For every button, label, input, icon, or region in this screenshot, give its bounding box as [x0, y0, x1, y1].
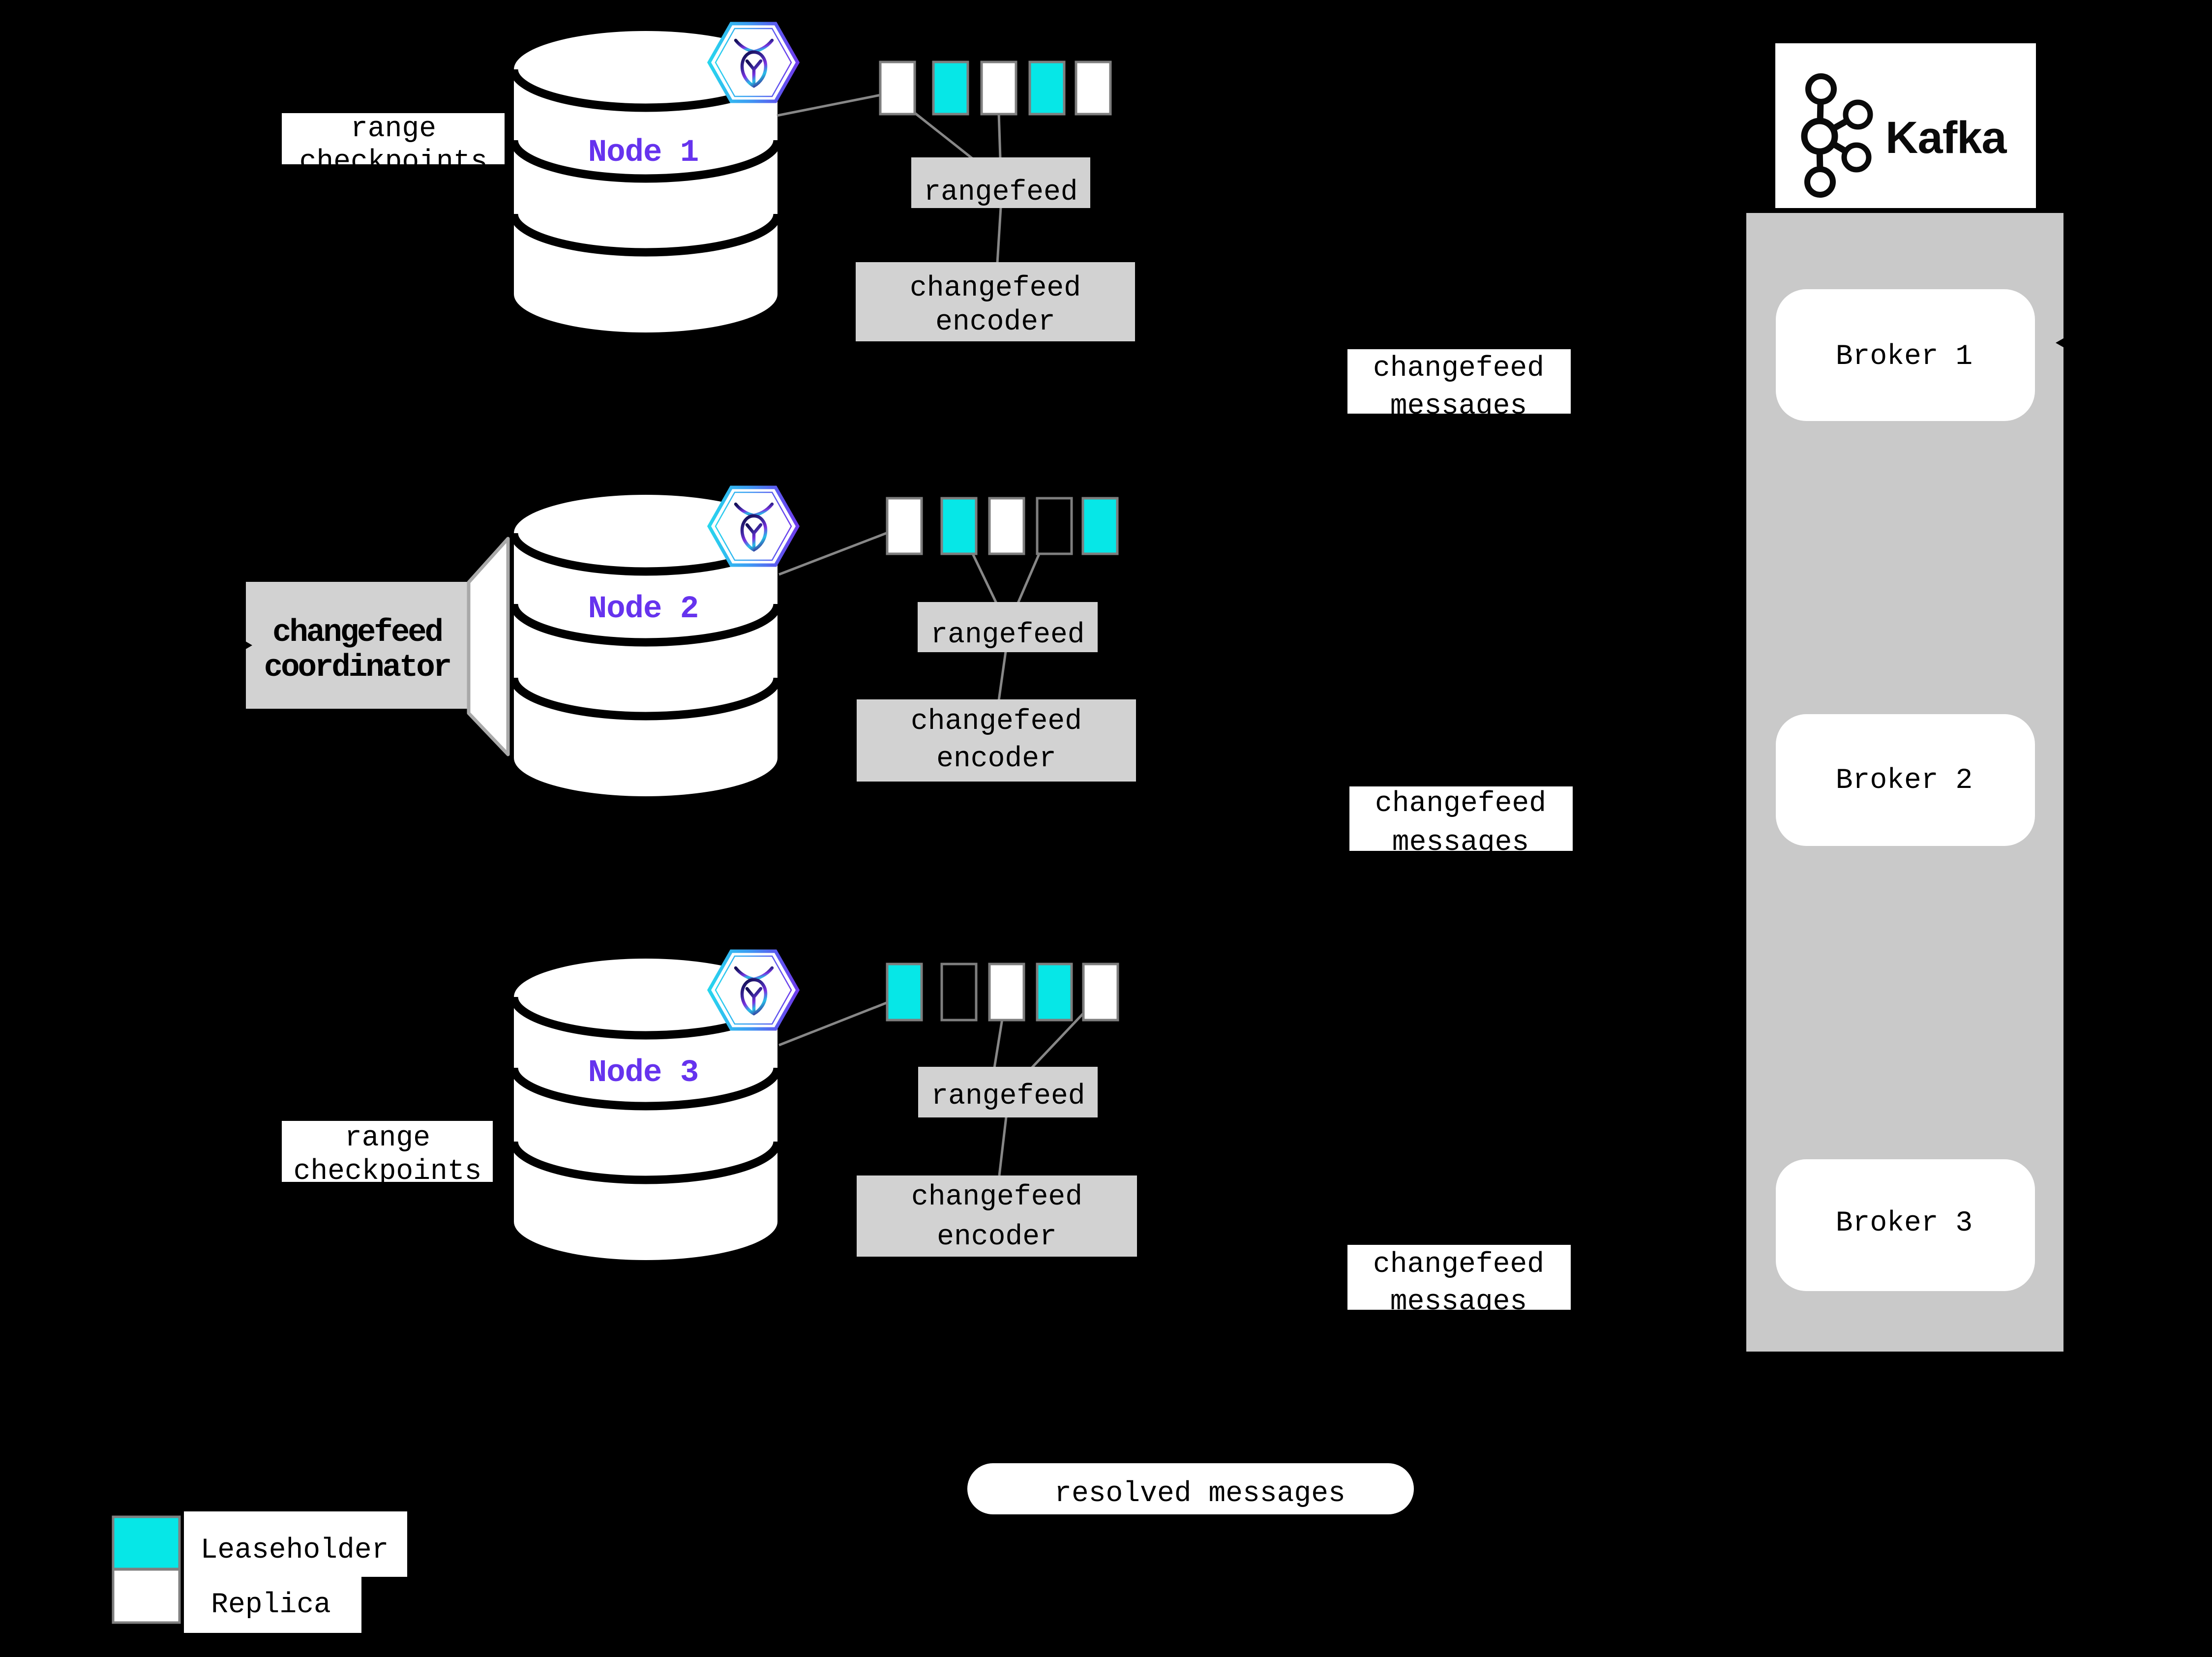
- svg-text:Leaseholder: Leaseholder: [201, 1535, 389, 1567]
- svg-text:Broker 2: Broker 2: [1836, 765, 1973, 797]
- svg-text:Node 3: Node 3: [588, 1055, 698, 1091]
- svg-text:Node 1: Node 1: [588, 135, 698, 171]
- svg-text:Broker 1: Broker 1: [1836, 341, 1973, 373]
- svg-text:messages: messages: [1390, 391, 1527, 422]
- svg-text:changefeed: changefeed: [911, 706, 1082, 738]
- svg-text:range: range: [345, 1122, 430, 1154]
- svg-text:changefeed: changefeed: [911, 1181, 1082, 1213]
- svg-text:range: range: [351, 113, 436, 145]
- svg-text:changefeed: changefeed: [910, 272, 1081, 304]
- svg-text:encoder: encoder: [935, 306, 1055, 338]
- svg-text:changefeed: changefeed: [1373, 353, 1544, 385]
- svg-text:messages: messages: [1390, 1286, 1527, 1318]
- svg-text:encoder: encoder: [937, 1221, 1057, 1253]
- svg-text:Kafka: Kafka: [1885, 113, 2007, 163]
- svg-text:checkpoints: checkpoints: [299, 146, 488, 178]
- svg-text:coordinator: coordinator: [264, 650, 450, 686]
- svg-text:changefeed: changefeed: [1375, 788, 1546, 820]
- svg-text:encoder: encoder: [936, 743, 1056, 775]
- svg-text:Node 2: Node 2: [588, 592, 698, 627]
- svg-text:messages: messages: [1392, 827, 1529, 859]
- svg-text:Broker 3: Broker 3: [1836, 1207, 1973, 1239]
- svg-text:changefeed: changefeed: [272, 615, 442, 651]
- svg-text:checkpoints: checkpoints: [294, 1156, 482, 1188]
- svg-text:rangefeed: rangefeed: [924, 177, 1077, 209]
- svg-text:resolved messages: resolved messages: [1054, 1478, 1345, 1510]
- svg-text:changefeed: changefeed: [1373, 1249, 1544, 1281]
- svg-text:rangefeed: rangefeed: [930, 619, 1084, 651]
- svg-text:Replica: Replica: [211, 1589, 331, 1621]
- svg-text:rangefeed: rangefeed: [931, 1081, 1085, 1113]
